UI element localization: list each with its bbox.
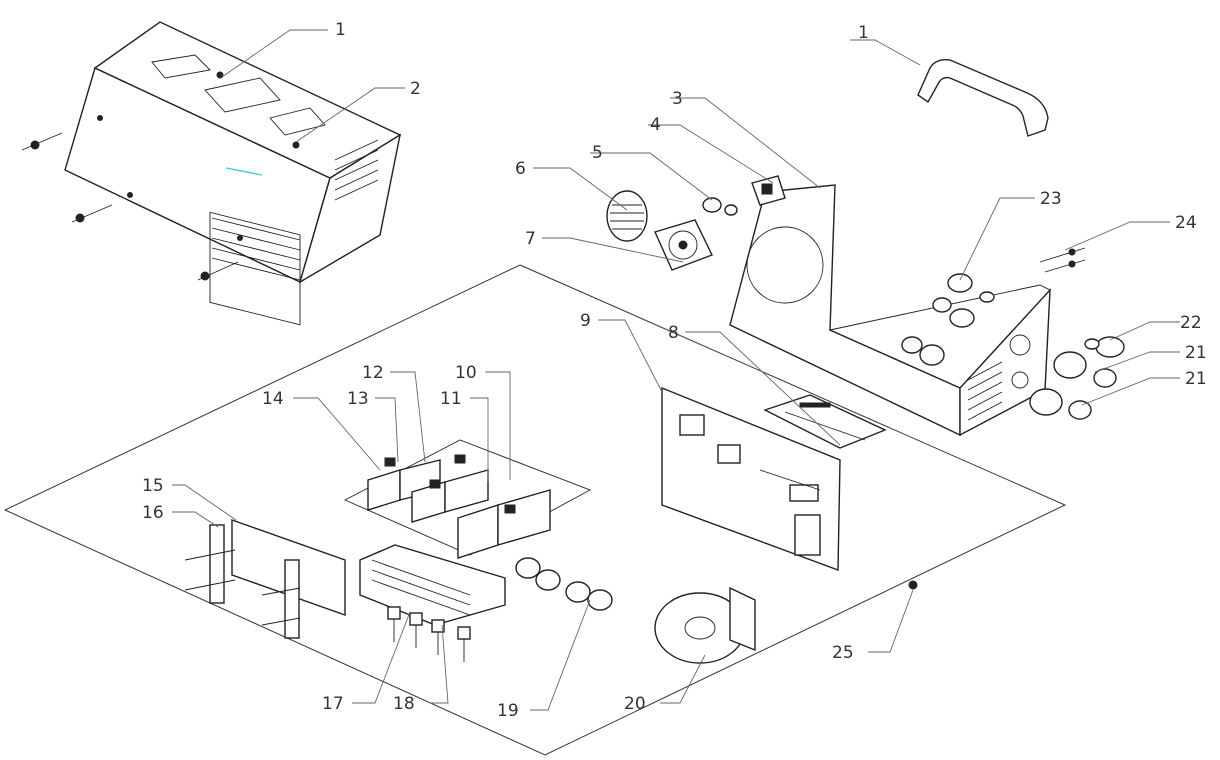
callout-2: 2: [410, 79, 421, 99]
callout-16: 16: [142, 503, 164, 523]
callouts: 1 1 2 3 4 5 6 7 8 9 10 11 12 13 14 15 16…: [142, 20, 1207, 721]
main-pcb: [661, 386, 841, 571]
output-terminal-1: [1053, 351, 1117, 388]
top-cover: [64, 21, 402, 326]
heatsink-10: [457, 489, 551, 559]
callout-24: 24: [1175, 213, 1197, 233]
heatsink-13: [411, 469, 489, 523]
potentiometer-knob: [932, 273, 995, 328]
front-panel-sockets: [901, 336, 945, 366]
callout-21b: 21: [1185, 369, 1207, 389]
callout-13: 13: [347, 389, 369, 409]
callout-12: 12: [362, 363, 384, 383]
callout-15: 15: [142, 476, 164, 496]
mounting-screws: [1039, 247, 1086, 273]
output-terminal-2: [1029, 388, 1092, 420]
callout-20: 20: [624, 694, 646, 714]
capacitors: [515, 557, 613, 611]
cover-screws: [21, 132, 239, 281]
callout-3: 3: [672, 89, 683, 109]
leader-lines: [172, 29, 1180, 711]
callout-22: 22: [1180, 313, 1202, 333]
base-plate: [3, 264, 1067, 756]
side-vent-grille: [209, 167, 301, 326]
cable-grommet: [702, 197, 738, 216]
handle: [917, 58, 1049, 137]
callout-5: 5: [592, 143, 603, 163]
chassis-frame: [729, 184, 1051, 437]
callout-11: 11: [440, 389, 462, 409]
control-board: [763, 394, 887, 449]
callout-1a: 1: [335, 20, 346, 40]
rectifier-screws: [184, 549, 301, 626]
callout-9: 9: [580, 311, 591, 331]
callout-17: 17: [322, 694, 344, 714]
fan-guard: [606, 190, 648, 242]
callout-23: 23: [1040, 189, 1062, 209]
toroidal-transformer: [654, 586, 756, 664]
front-vent-grille: [967, 361, 1003, 421]
heatsink-14: [367, 459, 441, 511]
callout-10: 10: [455, 363, 477, 383]
output-heatsink: [359, 544, 506, 626]
callout-7: 7: [525, 229, 536, 249]
callout-25: 25: [832, 643, 854, 663]
cooling-fan: [654, 219, 713, 271]
callout-21a: 21: [1185, 343, 1207, 363]
power-switch: [751, 175, 786, 206]
callout-14: 14: [262, 389, 284, 409]
callout-19: 19: [497, 701, 519, 721]
rear-vent-grille: [334, 139, 379, 201]
screw-25: [908, 580, 918, 590]
callout-18: 18: [393, 694, 415, 714]
igbt-board: [343, 439, 592, 556]
callout-1b: 1: [858, 23, 869, 43]
support-posts: [209, 524, 300, 639]
control-connector: [1084, 336, 1125, 358]
igbt-modules: [384, 454, 516, 514]
output-diodes: [387, 606, 471, 662]
callout-6: 6: [515, 159, 526, 179]
callout-4: 4: [650, 115, 661, 135]
callout-8: 8: [668, 323, 679, 343]
